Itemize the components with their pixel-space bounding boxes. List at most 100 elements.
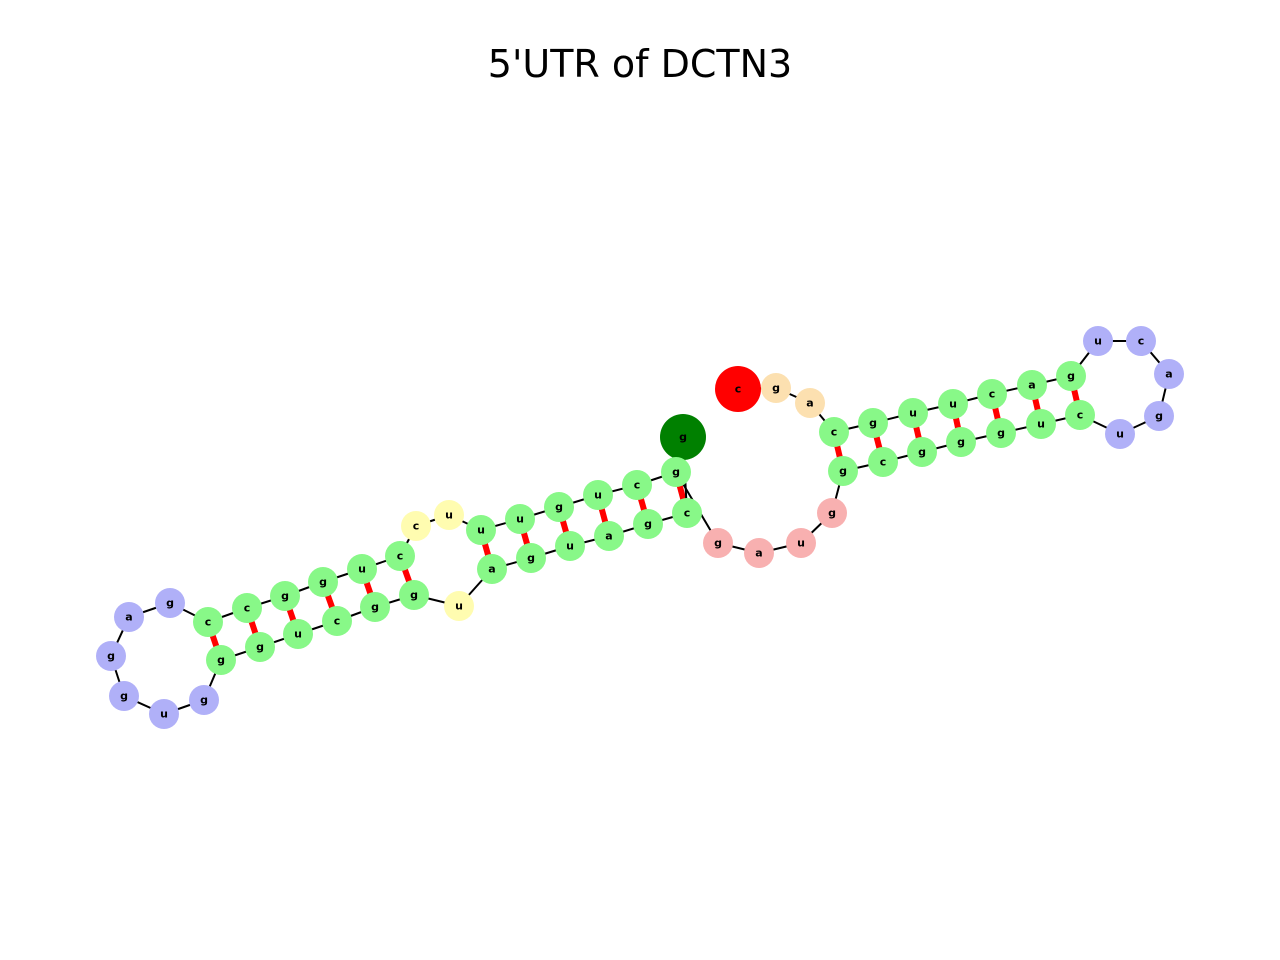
nucleotide-label: c — [880, 456, 887, 469]
nucleotide-label: g — [281, 590, 289, 603]
nucleotide-stem: a — [477, 554, 507, 584]
nucleotide-label: u — [949, 398, 957, 411]
nucleotide-hairpin-loop: a — [1154, 359, 1184, 389]
nucleotide-dangling: g — [761, 373, 791, 403]
nucleotide-label: c — [735, 383, 742, 396]
nucleotide-circle — [660, 414, 706, 460]
nucleotide-stem: c — [622, 470, 652, 500]
nucleotide-stem: g — [633, 509, 663, 539]
nucleotide-label: c — [334, 615, 341, 628]
nucleotide-label: c — [413, 520, 420, 533]
nucleotide-hairpin-loop: g — [109, 681, 139, 711]
nucleotide-label: c — [244, 602, 251, 615]
nucleotide-label: g — [839, 465, 847, 478]
nucleotide-hairpin-loop: c — [1126, 326, 1156, 356]
nucleotide-label: g — [644, 518, 652, 531]
nucleotide-label: u — [566, 540, 574, 553]
nucleotide-circle — [661, 457, 691, 487]
nucleotide-circle — [385, 541, 415, 571]
nucleotide-label: a — [1028, 379, 1035, 392]
nucleotide-label: a — [125, 611, 132, 624]
nucleotide-label: c — [831, 426, 838, 439]
nucleotide-circle — [245, 632, 275, 662]
nucleotide-internal-loop: u — [434, 500, 464, 530]
nucleotide-label: g — [120, 690, 128, 703]
nucleotide-circle — [322, 606, 352, 636]
nucleotide-circle — [401, 511, 431, 541]
nucleotide-stem: g — [661, 457, 691, 487]
nucleotide-circle — [308, 567, 338, 597]
nucleotide-circle — [817, 498, 847, 528]
nucleotide-circle — [1126, 326, 1156, 356]
nucleotide-stem: g — [544, 492, 574, 522]
nucleotide-hairpin-loop: g — [96, 641, 126, 671]
nucleotide-stem: c — [672, 498, 702, 528]
nucleotide-stem: c — [322, 606, 352, 636]
nucleotide-circle — [977, 379, 1007, 409]
nucleotide-label: g — [828, 507, 836, 520]
nucleotide-stem: u — [555, 531, 585, 561]
nucleotide-circle — [868, 447, 898, 477]
nucleotide-stem: c — [868, 447, 898, 477]
nucleotide-label: u — [358, 563, 366, 576]
nucleotide-circle — [109, 681, 139, 711]
nucleotide-circle — [434, 500, 464, 530]
nucleotide-label: g — [217, 654, 225, 667]
nucleotide-label: a — [488, 563, 495, 576]
nucleotide-circle — [544, 492, 574, 522]
nucleotide-circle — [516, 543, 546, 573]
nucleotide-stem: u — [938, 389, 968, 419]
nucleotide-circle — [1065, 400, 1095, 430]
nucleotide-stem: g — [270, 581, 300, 611]
nucleotide-circle — [795, 388, 825, 418]
nucleotide-stem: a — [1017, 370, 1047, 400]
nucleotide-label: g — [1155, 410, 1163, 423]
nucleotide-circle — [594, 521, 624, 551]
nucleotide-label: g — [869, 417, 877, 430]
nucleotide-label: c — [989, 388, 996, 401]
nucleotide-label: c — [205, 616, 212, 629]
nucleotide-label: u — [1037, 418, 1045, 431]
nucleotide-stem: g — [907, 437, 937, 467]
nucleotide-stem: g — [986, 418, 1016, 448]
nucleotide-circle — [283, 619, 313, 649]
nucleotide-label: g — [997, 427, 1005, 440]
nucleotide-label: g — [410, 589, 418, 602]
nucleotide-label: g — [319, 576, 327, 589]
nucleotide-label: c — [1077, 409, 1084, 422]
nucleotide-circle — [206, 645, 236, 675]
nucleotide-label: g — [957, 436, 965, 449]
nucleotide-label: g — [555, 501, 563, 514]
nucleotide-internal-loop: c — [401, 511, 431, 541]
nucleotide-stem: g — [360, 592, 390, 622]
nucleotide-hairpin-loop: g — [1144, 401, 1174, 431]
nucleotide-stem: u — [898, 398, 928, 428]
nucleotide-hairpin-loop: g — [155, 588, 185, 618]
nucleotide-stem: c — [977, 379, 1007, 409]
nucleotide-circle — [555, 531, 585, 561]
nucleotide-internal-loop: u — [444, 591, 474, 621]
nucleotide-circle — [96, 641, 126, 671]
nucleotide-stem: a — [594, 521, 624, 551]
nucleotide-circle — [114, 602, 144, 632]
nucleotide-circle — [622, 470, 652, 500]
nucleotide-circle — [938, 389, 968, 419]
nucleotide-circle — [1154, 359, 1184, 389]
nucleotide-label: a — [755, 547, 762, 560]
nucleotide-circle — [347, 554, 377, 584]
nucleotide-label: g — [672, 466, 680, 479]
nucleotide-stem: g — [516, 543, 546, 573]
nucleotide-circle — [1026, 409, 1056, 439]
nucleotide-circle — [270, 581, 300, 611]
nucleotide-circle — [1056, 361, 1086, 391]
nucleotide-stem: c — [819, 417, 849, 447]
nucleotide-stem: c — [193, 607, 223, 637]
nucleotide-circle — [399, 580, 429, 610]
nucleotide-hairpin-loop: u — [1105, 419, 1135, 449]
nucleotide-circle — [155, 588, 185, 618]
nucleotide-end: c — [715, 366, 761, 412]
nucleotide-label: a — [605, 530, 612, 543]
nucleotide-circle — [232, 593, 262, 623]
nucleotide-label: u — [797, 537, 805, 550]
